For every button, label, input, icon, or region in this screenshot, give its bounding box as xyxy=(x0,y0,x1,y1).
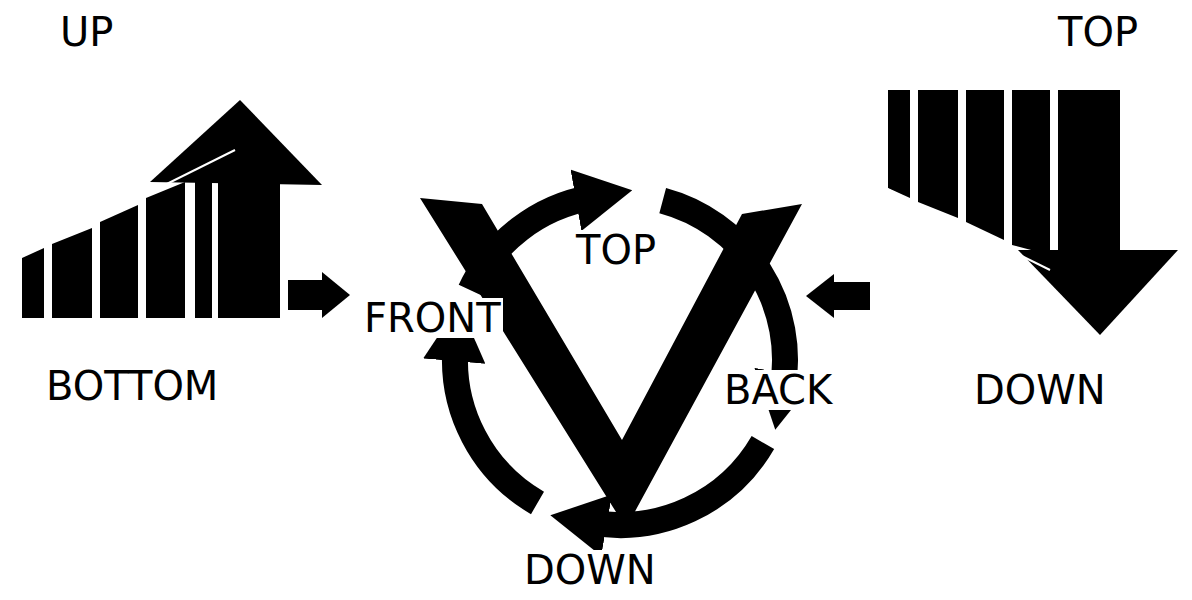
arrow-shaft xyxy=(1058,90,1120,255)
cycle-arc xyxy=(455,346,538,503)
arrow-head xyxy=(1018,250,1178,335)
bar xyxy=(195,172,212,318)
bar xyxy=(22,248,44,318)
arrow-shaft xyxy=(288,280,324,310)
big-v xyxy=(420,198,802,528)
small-arrow xyxy=(288,272,350,318)
label: BACK xyxy=(722,370,834,410)
small-arrow xyxy=(806,274,870,318)
falling-bars xyxy=(885,90,1178,335)
label: DOWN xyxy=(522,550,658,590)
arrow-shaft xyxy=(218,170,280,318)
rising-bars xyxy=(18,100,322,318)
bar xyxy=(1012,90,1050,255)
label: DOWN xyxy=(972,370,1108,410)
arrow-shaft xyxy=(832,282,870,310)
arrow-head xyxy=(322,272,350,318)
bar xyxy=(100,205,138,318)
bar xyxy=(966,90,1004,240)
label: BOTTOM xyxy=(44,366,220,406)
bar xyxy=(146,182,185,318)
bar xyxy=(918,90,958,218)
shadow-line xyxy=(885,188,1050,270)
arrow-head xyxy=(150,100,322,185)
label: TOP xyxy=(574,230,658,270)
bar xyxy=(888,90,910,198)
shadow-line xyxy=(18,150,235,258)
bar xyxy=(52,228,92,318)
label: FRONT xyxy=(362,298,503,338)
arrow-head xyxy=(806,274,834,318)
label: TOP xyxy=(1056,12,1140,52)
label: UP xyxy=(58,12,115,52)
